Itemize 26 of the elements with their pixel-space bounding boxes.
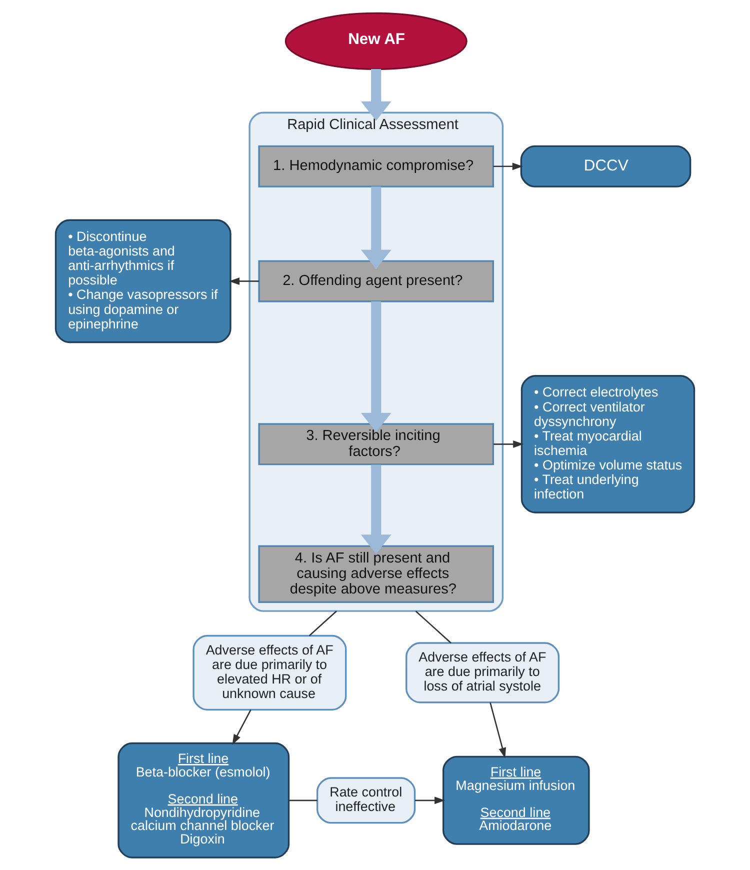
arrow [415,796,446,804]
connector [308,610,337,636]
connector [288,799,318,801]
arrow [232,708,252,744]
node-box: First line Magnesium infusion Second line Amiodarone [442,755,590,844]
arrow [493,440,524,448]
arrow [360,186,392,269]
node-box: • Correct electrolytes • Correct ventilator dyssynchrony • Treat myocardial ischemia • Optimize volume status • Treat underlying infection [520,374,696,513]
node-box: Adverse effects of AF are due primarily to loss of atrial systole [406,642,560,703]
arrow [360,464,392,554]
arrow [360,300,392,432]
arrow [228,277,260,284]
connector [415,610,452,643]
arrow [360,68,392,120]
node-box: 2. Offending agent present? [258,260,494,302]
node-ellipse: New AF [284,12,468,70]
node-box: 1. Hemodynamic compromise? [258,144,494,187]
node-box: 3. Reversible inciting factors? [258,422,494,465]
node-box: 4. Is AF still present and causing adverse effects despite above measures? [258,544,494,602]
arrow [490,702,506,758]
node-box: Rate control ineffective [316,776,416,824]
node-box: DCCV [520,144,692,187]
node-box: First line Beta-blocker (esmolol) Second line Nondihydropyridine calcium channel blocker Digoxin [118,742,290,858]
node-box: • Discontinue beta-agonists and anti-arrhythmics if possible • Change vasopressors if using dopamine or epinephrine [54,218,232,343]
arrow [493,162,523,170]
node-box: Adverse effects of AF are due primarily to elevated HR or of unknown cause [192,634,347,710]
